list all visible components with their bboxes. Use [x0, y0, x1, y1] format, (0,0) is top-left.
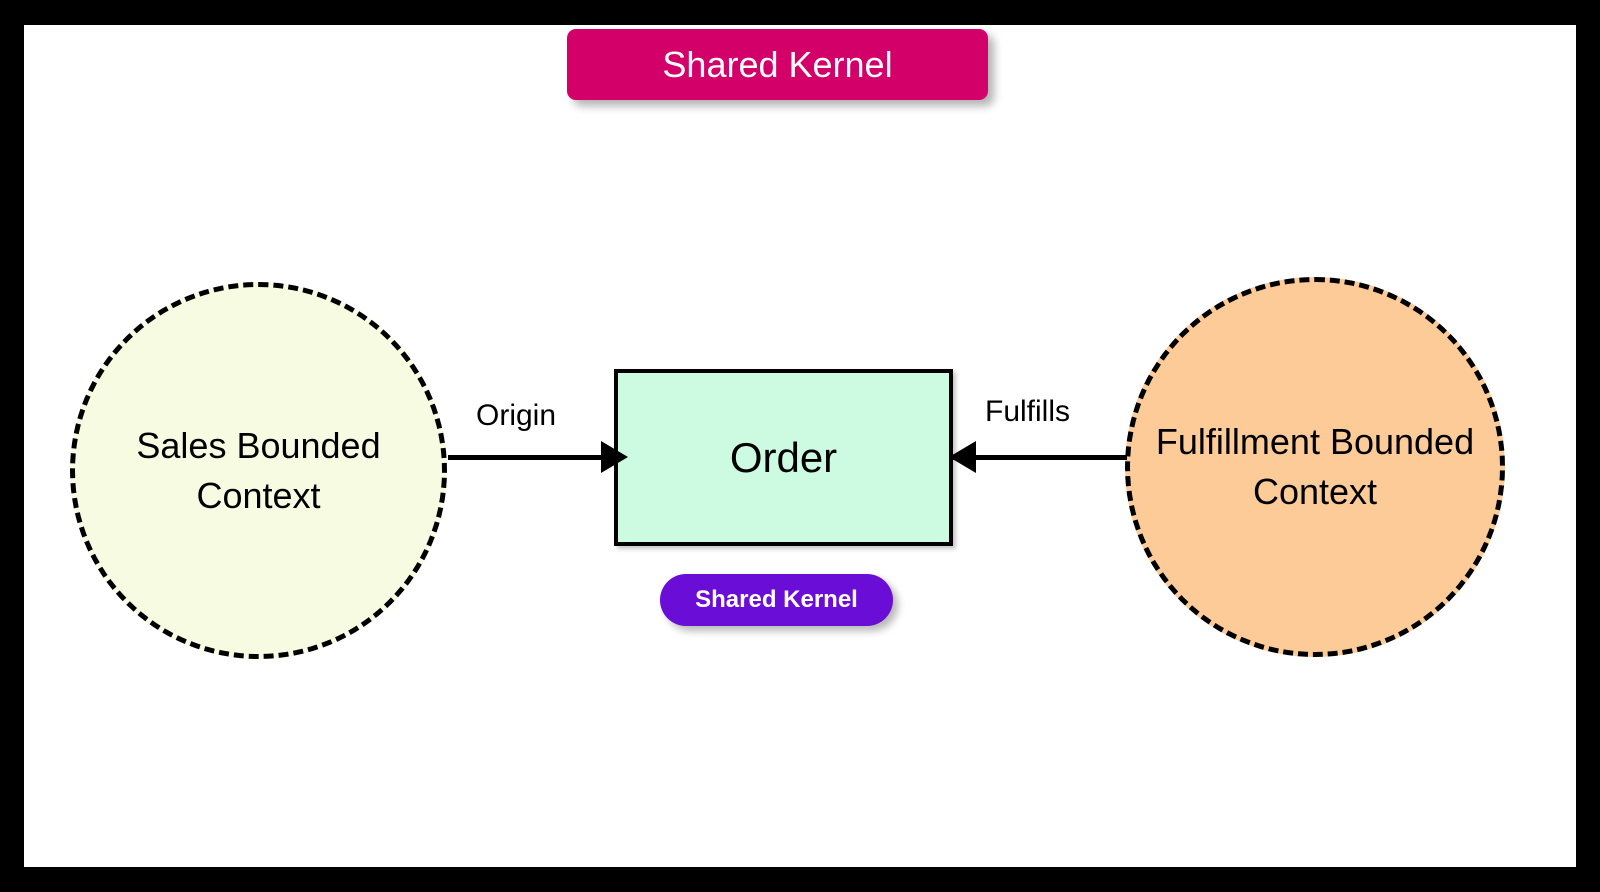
relationship-fulfills-label: Fulfills: [985, 395, 1071, 428]
diagram-canvas: Shared Kernel Sales Bounded Context Fulf…: [24, 25, 1576, 867]
shared-kernel-title-badge-label: Shared Kernel: [662, 43, 893, 85]
shared-entity-order-box[interactable]: Order: [614, 369, 953, 546]
relationship-origin-label: Origin: [476, 399, 557, 432]
relationship-origin-line: [448, 455, 618, 460]
relationship-origin-arrowhead-icon: [601, 441, 628, 473]
order-shared-kernel-badge-label: Shared Kernel: [695, 586, 858, 613]
relationship-fulfills-arrowhead-icon: [949, 441, 976, 473]
shared-kernel-title-badge: Shared Kernel: [567, 29, 988, 100]
relationship-fulfills-line: [953, 455, 1127, 460]
bounded-context-sales-label: Sales Bounded Context: [136, 424, 381, 516]
bounded-context-sales[interactable]: Sales Bounded Context: [70, 282, 447, 659]
shared-entity-order-label: Order: [729, 433, 838, 481]
order-shared-kernel-badge: Shared Kernel: [660, 574, 893, 626]
bounded-context-fulfillment[interactable]: Fulfillment Bounded Context: [1125, 277, 1505, 657]
bounded-context-fulfillment-label: Fulfillment Bounded Context: [1155, 421, 1475, 512]
